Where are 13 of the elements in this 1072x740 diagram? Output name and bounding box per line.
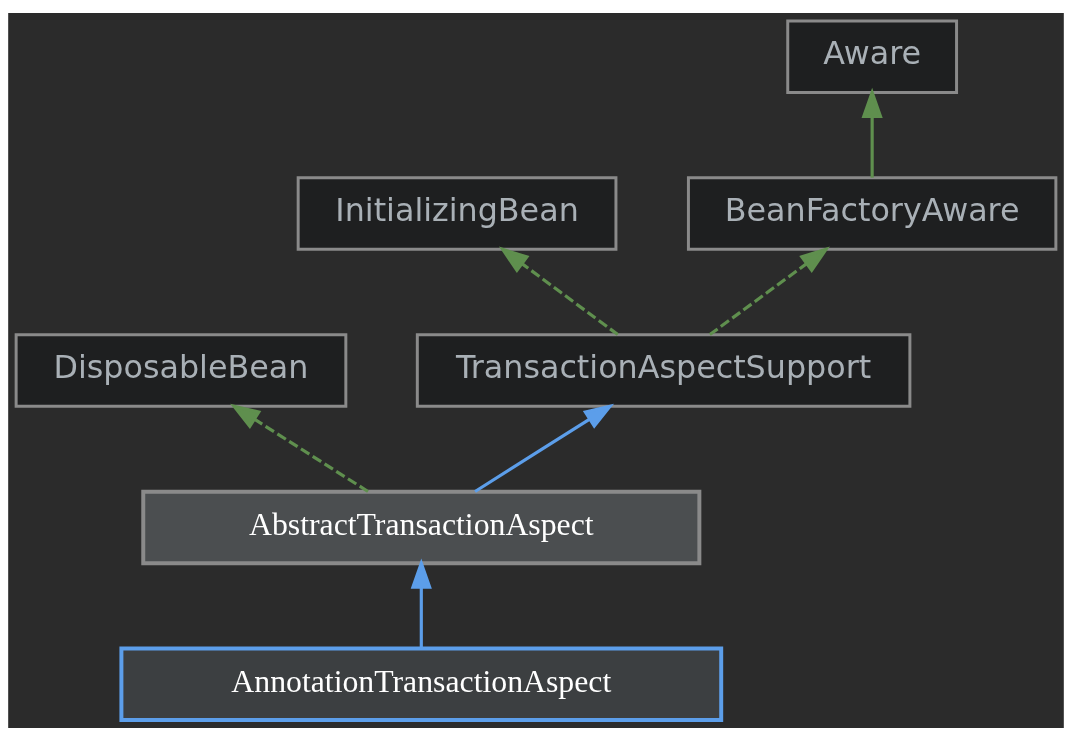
node-box: TransactionAspectSupport <box>415 332 912 408</box>
arrow <box>708 246 830 336</box>
arrow <box>861 87 883 178</box>
node-box: AbstractTransactionAspect <box>141 489 702 565</box>
node-box: Aware <box>786 18 959 94</box>
arrow <box>474 403 615 493</box>
arrow <box>230 403 369 493</box>
node-box: AnnotationTransactionAspect <box>119 646 724 722</box>
arrow <box>410 557 432 648</box>
arrow <box>498 246 619 336</box>
node-box: InitializingBean <box>296 175 618 251</box>
node-box: BeanFactoryAware <box>686 175 1058 251</box>
node-box: DisposableBean <box>14 332 348 408</box>
